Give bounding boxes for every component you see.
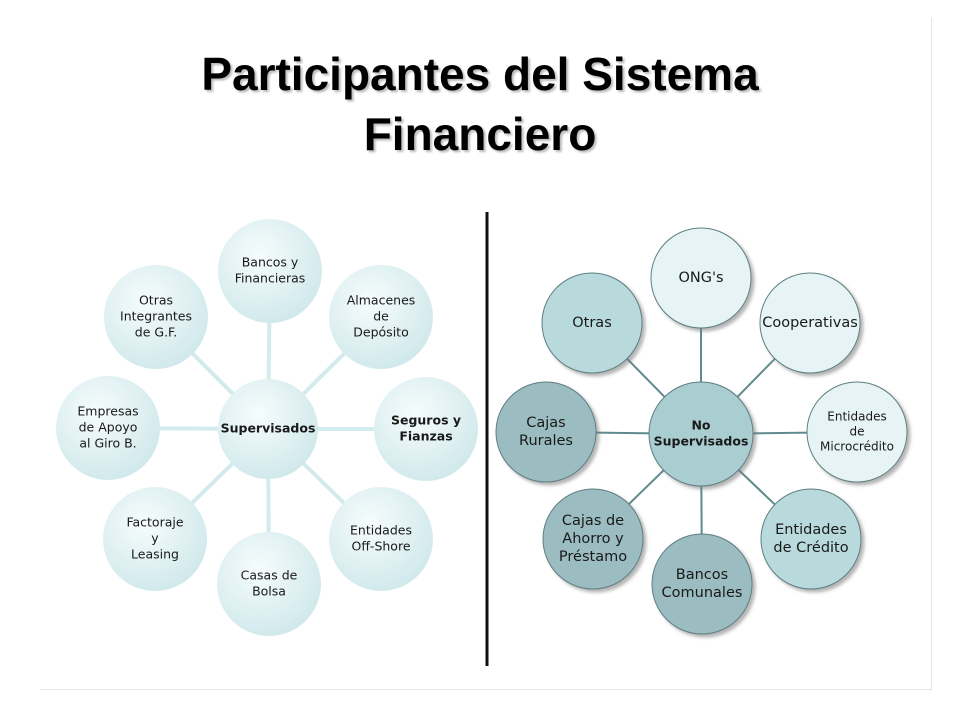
almacenes-deposito-label-line: Almacenes <box>347 293 416 308</box>
casas-bolsa-label-line: Casas de <box>241 568 298 583</box>
node-circle <box>56 376 160 480</box>
bancos-comunales-label-line: Bancos <box>676 567 728 583</box>
entidades-microcredito-label-line: Entidades <box>827 410 886 424</box>
title-line-1: Participantes del Sistema <box>201 48 759 100</box>
node-otras: Otras <box>541 272 643 374</box>
node-entidades-credito: Entidades de Crédito <box>760 488 862 590</box>
entidades-credito-label-line: de Crédito <box>773 540 848 556</box>
node-ongs: ONG's <box>650 227 752 329</box>
casas-bolsa-label-line: Bolsa <box>252 584 286 599</box>
no-supervisados-diagram: ONG'sCooperativasEntidadesdeMicrocrédito… <box>495 227 908 635</box>
title-line-2: Financiero <box>363 108 597 160</box>
factoraje-leasing-label-line: Leasing <box>131 547 179 562</box>
cajas-ahorro-prestamo-label-line: Cajas de <box>562 513 624 529</box>
bancos-comunales-label-line: Comunales <box>662 585 743 601</box>
almacenes-deposito-label-line: de <box>373 309 389 324</box>
node-circle <box>495 381 597 483</box>
almacenes-deposito-label-line: Depósito <box>353 325 408 340</box>
otras-label-line: Otras <box>572 315 612 331</box>
node-circle <box>651 533 753 635</box>
empresas-apoyo-label-line: Empresas <box>77 404 138 419</box>
node-cajas-ahorro-prestamo: Cajas de Ahorro y Préstamo <box>542 488 644 590</box>
node-circle <box>329 265 433 369</box>
entidades-microcredito-label-line: Microcrédito <box>820 440 894 454</box>
ongs-label-line: ONG's <box>678 270 723 286</box>
node-circle <box>374 377 478 481</box>
node-circle <box>329 487 433 591</box>
supervisados-diagram: Bancos yFinancierasAlmacenesdeDepósitoSe… <box>56 219 478 636</box>
factoraje-leasing-label-line: y <box>151 531 159 546</box>
entidades-offshore-label-line: Entidades <box>350 523 412 538</box>
entidades-microcredito-label-line: de <box>850 425 865 439</box>
bancos-financieras-label-line: Bancos y <box>242 255 299 270</box>
node-circle <box>542 488 644 590</box>
otras-integrantes-label-line: Otras <box>139 293 173 308</box>
slide-title: Participantes del Sistema Financiero <box>0 44 960 164</box>
node-circle <box>760 488 862 590</box>
empresas-apoyo-label-line: al Giro B. <box>79 436 136 451</box>
node-circle <box>759 272 861 374</box>
seguros-fianzas-label-line: Fianzas <box>399 429 452 444</box>
otras-integrantes-label-line: de G.F. <box>135 325 177 340</box>
no-supervisados-center-label-line: No <box>691 418 710 433</box>
node-circle <box>541 272 643 374</box>
seguros-fianzas-label-line: Seguros y <box>391 413 461 428</box>
empresas-apoyo-label-line: de Apoyo <box>79 420 138 435</box>
cooperativas-label-line: Cooperativas <box>762 315 858 331</box>
node-cooperativas: Cooperativas <box>759 272 861 374</box>
entidades-offshore-label-line: Off-Shore <box>351 539 410 554</box>
bancos-financieras-label-line: Financieras <box>235 271 306 286</box>
factoraje-leasing-label-line: Factoraje <box>126 515 183 530</box>
cajas-ahorro-prestamo-label-line: Ahorro y <box>562 531 624 547</box>
no-supervisados-center-label-line: Supervisados <box>654 434 749 449</box>
node-circle <box>103 487 207 591</box>
node-supervisados-center: Supervisados <box>218 379 318 479</box>
node-circle <box>806 381 908 483</box>
center-circle <box>218 379 318 479</box>
node-circle <box>650 227 752 329</box>
cajas-rurales-label-line: Cajas <box>526 415 565 431</box>
cajas-ahorro-prestamo-label-line: Préstamo <box>559 549 627 565</box>
slide-frame <box>40 18 932 690</box>
node-circle <box>217 532 321 636</box>
node-circle <box>104 265 208 369</box>
entidades-credito-label-line: Entidades <box>775 522 847 538</box>
node-circle <box>218 219 322 323</box>
supervisados-center-label-line: Supervisados <box>221 421 316 436</box>
center-circle <box>648 381 754 487</box>
cajas-rurales-label-line: Rurales <box>519 433 573 449</box>
otras-integrantes-label-line: Integrantes <box>120 309 192 324</box>
